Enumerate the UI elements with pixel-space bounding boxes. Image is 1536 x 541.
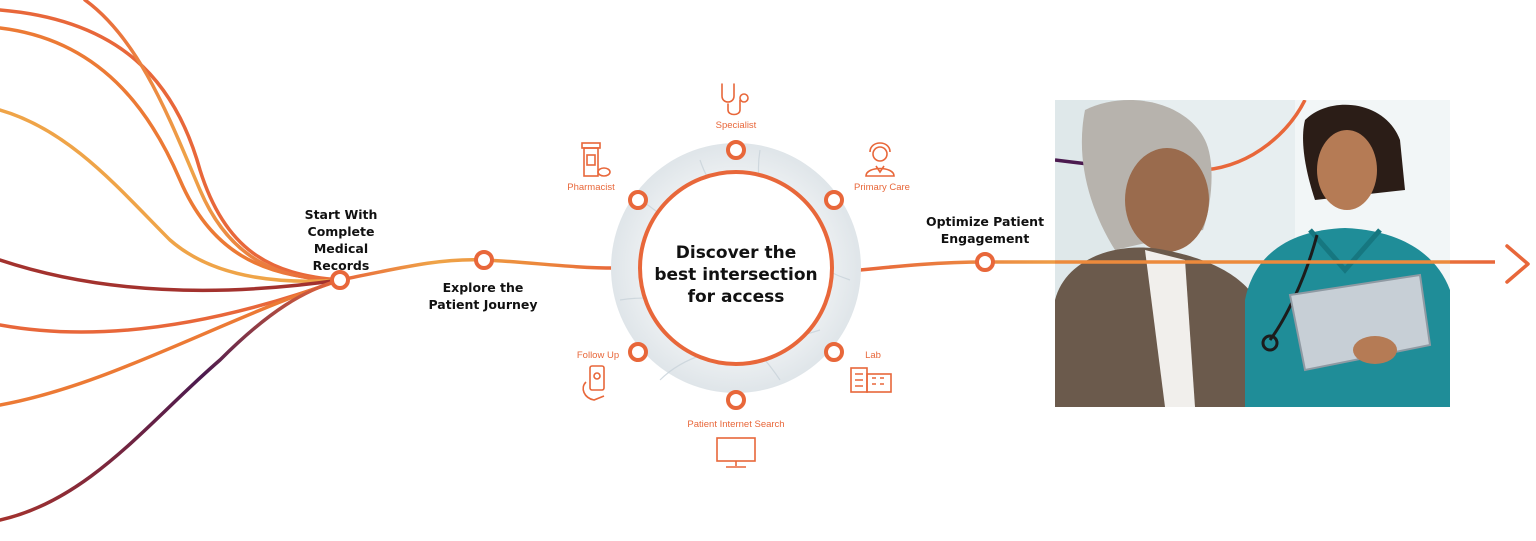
step-label-line: Optimize Patient [925,214,1045,229]
arrow-head-icon [1505,244,1530,284]
touch-label-lab: Lab [865,350,881,361]
step-label-line: Complete [307,224,375,239]
touch-node-specialist [726,140,746,160]
touch-node-lab [824,342,844,362]
flow-line [0,258,342,293]
touch-label-internet-search: Patient Internet Search [687,419,785,430]
flow-line [0,278,342,522]
step-label-line: Engagement [940,231,1030,246]
step-label-line: Start With [304,207,378,222]
touch-label-pharmacist: Pharmacist [567,182,615,193]
touch-node-follow-up [628,342,648,362]
step-label-line: Explore the [442,280,524,295]
hub-title-line: for access [687,287,785,307]
step-node-explore [474,250,494,270]
touch-node-internet-search [726,390,746,410]
touch-label-primary-care: Primary Care [854,182,910,193]
monitor-icon [716,437,756,468]
step-label-optimize: Optimize Patient Engagement [920,213,1050,247]
flow-line [0,26,342,282]
building-icon [850,367,892,393]
step-label-line: Medical Records [312,241,370,273]
hub-title-line: best intersection [654,265,818,285]
step-label-explore: Explore the Patient Journey [427,279,539,313]
flow-line [83,0,342,282]
touch-label-specialist: Specialist [715,120,757,131]
incoming-lines [0,0,342,522]
touch-label-follow-up: Follow Up [576,350,620,361]
flow-line [0,108,342,283]
stethoscope-icon [721,83,749,116]
phone-hand-icon [582,365,605,401]
hub-title-line: Discover the [675,243,797,263]
step-node-optimize [975,252,995,272]
flow-line [0,8,342,282]
pill-bottle-icon [581,142,611,177]
step-label-start: Start With Complete Medical Records [285,206,397,274]
step-label-line: Patient Journey [428,297,538,312]
step-node-start [330,270,350,290]
patient-doctor-photo [1055,100,1450,407]
photo-illustration [1055,100,1450,407]
doctor-icon [865,142,895,177]
flow-line [0,278,342,407]
hub-title: Discover the best intersection for acces… [636,242,836,308]
touch-node-primary-care [824,190,844,210]
touch-node-pharmacist [628,190,648,210]
hub-ring [638,170,834,366]
